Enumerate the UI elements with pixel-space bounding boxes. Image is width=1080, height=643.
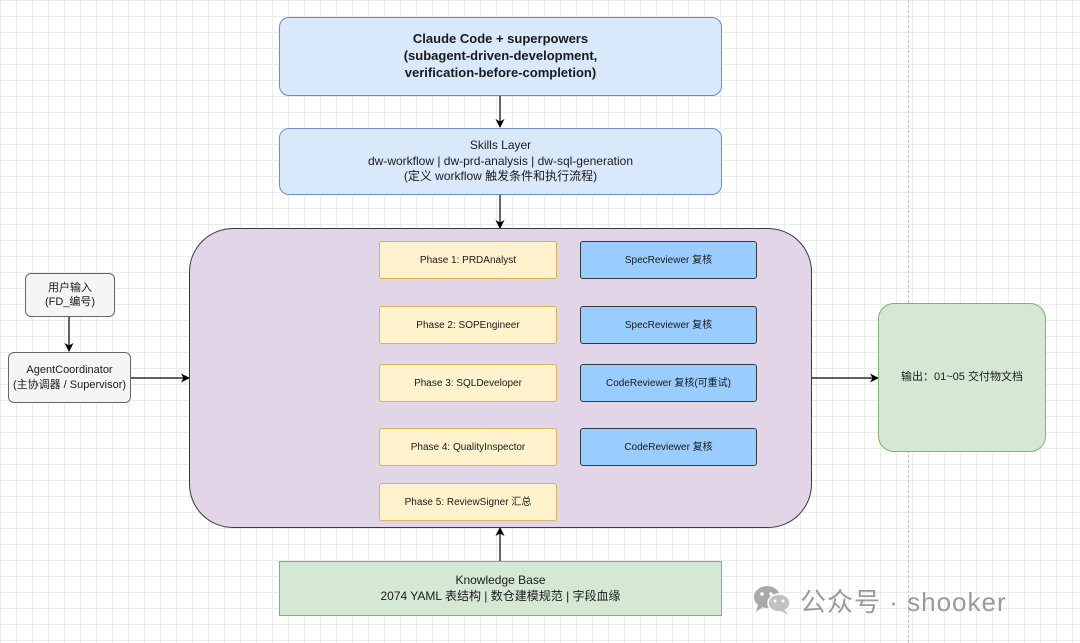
skills-layer-note: (定义 workflow 触发条件和执行流程) [403, 169, 598, 184]
claude-code-line-2: (subagent-driven-development, [403, 48, 598, 64]
phase-2-box: Phase 2: SOPEngineer [379, 306, 557, 344]
agent-coordinator-box: AgentCoordinator (主协调器 / Supervisor) [8, 352, 131, 403]
phase-1-box: Phase 1: PRDAnalyst [379, 241, 557, 279]
reviewer-4-label: CodeReviewer 复核 [624, 441, 713, 453]
reviewer-1-box: SpecReviewer 复核 [580, 241, 757, 279]
wechat-logo-icon [752, 583, 792, 617]
user-input-label: 用户输入 [48, 281, 92, 294]
reviewer-3-box: CodeReviewer 复核(可重试) [580, 364, 757, 402]
user-input-id-label: (FD_编号) [44, 296, 96, 308]
phase-4-box: Phase 4: QualityInspector [379, 428, 557, 466]
claude-code-title: Claude Code + superpowers [412, 31, 589, 47]
user-input-box: 用户输入 (FD_编号) [25, 273, 115, 317]
watermark: 公众号 · shooker [752, 578, 1007, 622]
reviewer-3-label: CodeReviewer 复核(可重试) [605, 377, 732, 389]
skills-layer-list: dw-workflow | dw-prd-analysis | dw-sql-g… [368, 153, 633, 168]
skills-layer-title: Skills Layer [469, 138, 532, 153]
phase-3-box: Phase 3: SQLDeveloper [379, 364, 557, 402]
phase-1-label: Phase 1: PRDAnalyst [419, 254, 517, 266]
phase-4-label: Phase 4: QualityInspector [410, 441, 526, 453]
phase-5-label: Phase 5: ReviewSigner 汇总 [404, 496, 532, 508]
output-box: 输出：01~05 交付物文档 [878, 303, 1046, 452]
reviewer-2-box: SpecReviewer 复核 [580, 306, 757, 344]
reviewer-4-box: CodeReviewer 复核 [580, 428, 757, 466]
phase-5-box: Phase 5: ReviewSigner 汇总 [379, 483, 557, 521]
reviewer-2-label: SpecReviewer 复核 [624, 319, 713, 331]
output-label: 输出：01~05 交付物文档 [901, 371, 1023, 384]
agent-coordinator-title: AgentCoordinator [26, 364, 113, 377]
knowledge-base-title: Knowledge Base [455, 572, 546, 587]
watermark-text: 公众号 · shooker [800, 586, 1007, 617]
knowledge-base-box: Knowledge Base 2074 YAML 表结构 | 数仓建模规范 | … [279, 561, 722, 616]
agent-coordinator-subtitle: (主协调器 / Supervisor) [12, 378, 127, 391]
phase-2-label: Phase 2: SOPEngineer [416, 319, 520, 331]
knowledge-base-details: 2074 YAML 表结构 | 数仓建模规范 | 字段血缘 [380, 588, 621, 603]
claude-code-line-3: verification-before-completion) [404, 64, 597, 80]
claude-code-box: Claude Code + superpowers (subagent-driv… [279, 17, 722, 96]
phase-3-label: Phase 3: SQLDeveloper [414, 377, 522, 389]
reviewer-1-label: SpecReviewer 复核 [624, 254, 713, 266]
skills-layer-box: Skills Layer dw-workflow | dw-prd-analys… [279, 128, 722, 195]
